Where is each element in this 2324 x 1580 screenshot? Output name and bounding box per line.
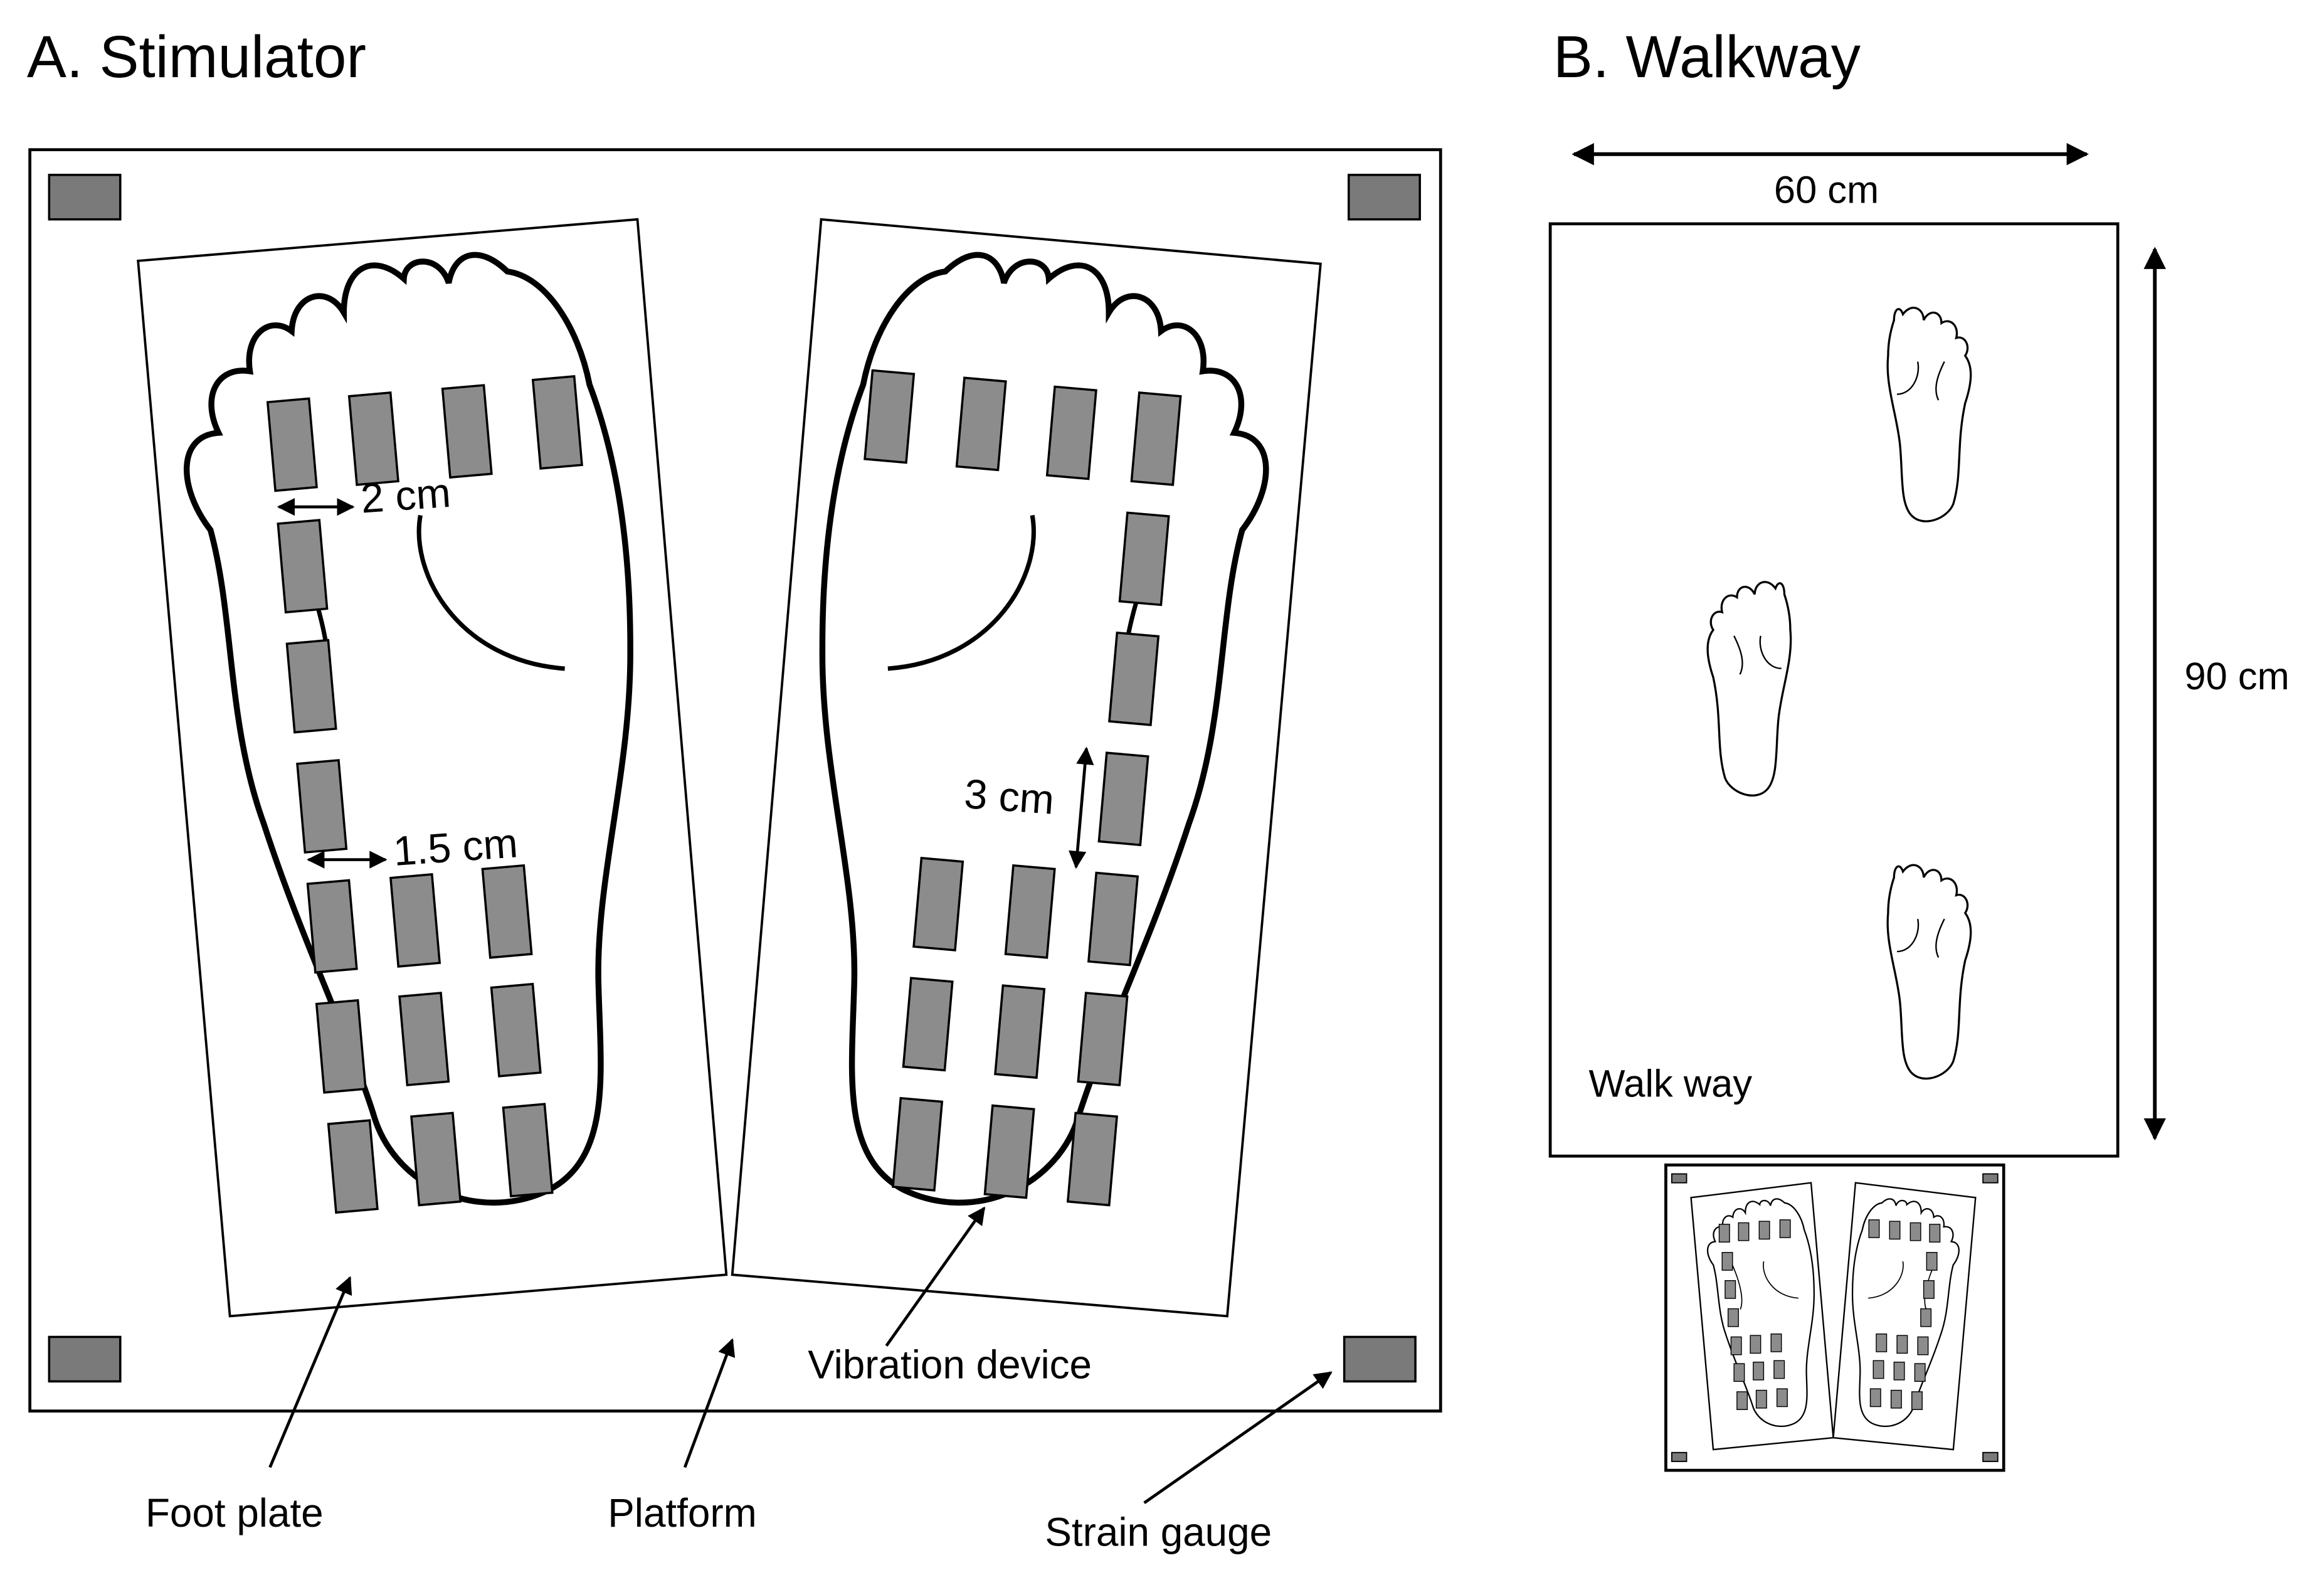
platform-callout-arrow: [683, 1338, 736, 1468]
footprint-right-bottom: [1886, 864, 1972, 1080]
panel-a-title: A. Stimulator: [27, 24, 366, 90]
footprint-right-top: [1886, 307, 1972, 522]
vibration-device: [864, 369, 916, 464]
vibration-device: [1097, 751, 1149, 847]
dim-label-1p5cm: 1.5 cm: [392, 820, 519, 875]
vibration-device: [1066, 1111, 1118, 1207]
vibration-device: [347, 391, 399, 486]
strain-gauge-bottom-right: [1343, 1335, 1417, 1383]
platform-outline: [28, 148, 1442, 1413]
strain-gauge-bottom-left: [48, 1335, 122, 1383]
vibration-device: [306, 879, 358, 974]
vibration-device: [531, 375, 583, 470]
vibration-device: [327, 1119, 379, 1214]
vibration-device: [892, 1096, 944, 1192]
vibration-device: [389, 873, 441, 968]
foot-plate-callout-arrow: [268, 1276, 352, 1468]
vibration-device: [277, 519, 329, 614]
vibration-device: [1004, 864, 1056, 959]
vibration-device: [983, 1104, 1035, 1199]
label-foot-plate: Foot plate: [145, 1490, 324, 1535]
dim-label-2cm: 2 cm: [359, 470, 452, 522]
label-vibration-device: Vibration device: [808, 1342, 1092, 1387]
footprint-left-middle: [1706, 581, 1792, 797]
vibration-device: [296, 759, 348, 854]
vibration-device: [1077, 992, 1129, 1086]
mini-stimulator: [1664, 1163, 2005, 1472]
dim-label-3cm: 3 cm: [963, 771, 1055, 824]
walkway-label: Walk way: [1589, 1063, 1753, 1106]
vibration-devices-right: [864, 369, 1182, 1207]
panel-b-title: B. Walkway: [1553, 24, 1861, 90]
vibration-device: [490, 982, 542, 1078]
vibration-device: [266, 397, 318, 492]
strain-gauge-top-left: [48, 174, 122, 221]
vibration-device: [410, 1111, 462, 1207]
vibration-device: [1108, 631, 1160, 726]
vibration-devices-left: [266, 375, 583, 1214]
label-platform: Platform: [608, 1490, 757, 1535]
vibration-device: [912, 857, 964, 952]
vibration-device: [398, 992, 450, 1086]
vibration-device: [285, 639, 337, 734]
vibration-device: [994, 984, 1046, 1079]
strain-gauge-callout-arrow: [1143, 1371, 1333, 1505]
height-label: 90 cm: [2184, 655, 2289, 698]
vibration-device: [481, 864, 533, 959]
vibration-device: [502, 1103, 554, 1198]
dim-arrow-3cm: [1069, 746, 1094, 869]
label-strain-gauge: Strain gauge: [1045, 1510, 1272, 1555]
width-label: 60 cm: [1774, 169, 1879, 212]
vibration-device: [902, 977, 954, 1072]
strain-gauge-top-right: [1347, 174, 1421, 221]
vibration-device: [315, 999, 367, 1094]
foot-plate-left: [137, 218, 728, 1318]
foot-plate-right: [731, 218, 1322, 1318]
vibration-device: [1087, 871, 1139, 967]
walkway-outline: [1548, 222, 2120, 1158]
vibration-device: [441, 384, 493, 479]
vibration-device-callout-arrow: [885, 1206, 986, 1347]
vibration-device: [1130, 391, 1182, 486]
vibration-device: [1118, 511, 1170, 607]
vibration-device: [955, 376, 1007, 472]
vibration-device: [1045, 385, 1097, 480]
